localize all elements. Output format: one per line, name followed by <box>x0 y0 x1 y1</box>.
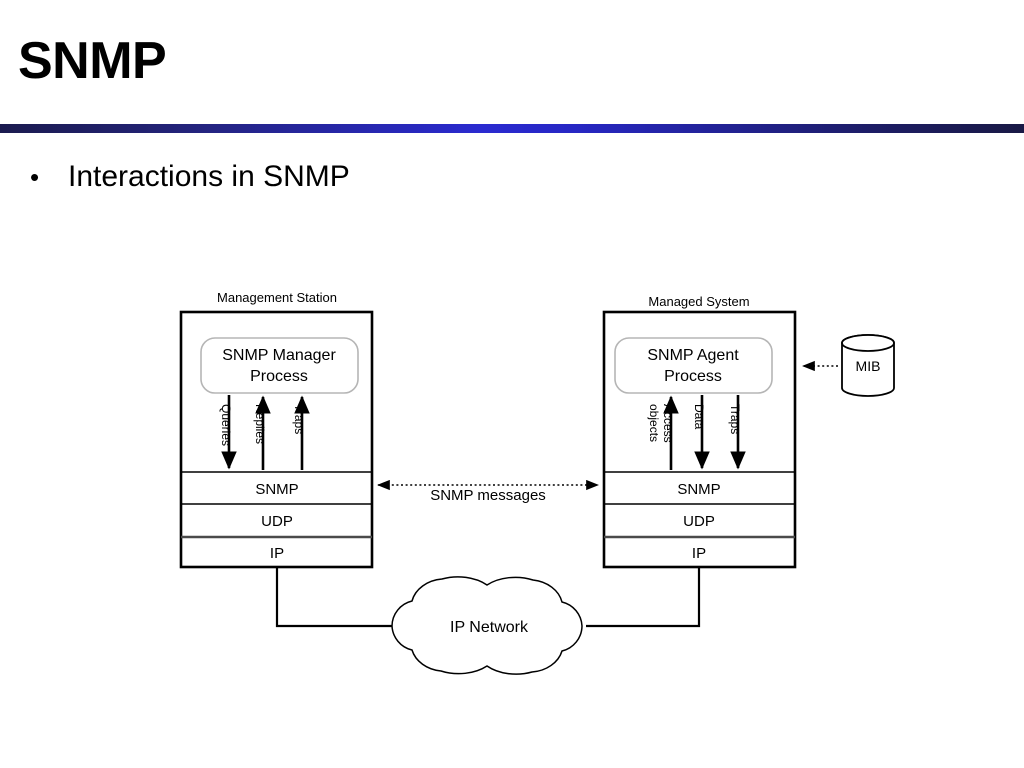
bullet-item-label: Interactions in SNMP <box>68 160 350 193</box>
mib-label: MIB <box>856 358 881 374</box>
snmp-manager-process-label-line1: SNMP Manager <box>222 347 336 364</box>
ip-network-cloud: IP Network <box>391 576 583 675</box>
snmp-messages-label: SNMP messages <box>430 487 546 504</box>
traps-arrow-label: Traps <box>292 404 306 434</box>
mib-cylinder-top <box>841 334 895 352</box>
bullet-list: • Interactions in SNMP <box>30 160 350 193</box>
managed-system-panel: Managed System SNMP Agent Process Access… <box>602 294 797 569</box>
layer-label-udp: UDP <box>261 513 293 530</box>
left-to-cloud-line <box>275 567 392 628</box>
cloud-outline <box>391 576 583 675</box>
network-connections <box>275 567 701 628</box>
management-station-panel: Management Station SNMP Manager Process … <box>179 290 374 569</box>
data-arrow-label: Data <box>692 404 706 430</box>
access-objects-arrow-label-line1: Access <box>661 404 675 443</box>
page-title: SNMP <box>18 32 167 90</box>
snmp-manager-process-box <box>200 337 359 394</box>
agent-traps-arrow-label: Traps <box>728 404 742 434</box>
layer-label-ip: IP <box>270 545 284 562</box>
right-to-cloud-line <box>586 567 701 628</box>
access-objects-arrow-label-line2: objects <box>647 404 661 442</box>
agent-layer-label-ip: IP <box>692 545 706 562</box>
bullet-marker-icon: • <box>30 162 40 192</box>
ip-network-label: IP Network <box>450 619 529 636</box>
agent-layer-label-udp: UDP <box>683 513 715 530</box>
replies-arrow-label: Replies <box>253 404 267 444</box>
layer-label-snmp: SNMP <box>255 481 298 498</box>
queries-arrow-label: Queries <box>219 404 233 446</box>
title-divider-rule <box>0 124 1024 133</box>
snmp-agent-process-box <box>614 337 773 394</box>
managed-system-caption: Managed System <box>648 294 749 309</box>
mib-store: MIB <box>802 334 895 397</box>
management-station-caption: Management Station <box>217 290 337 305</box>
snmp-agent-process-label-line1: SNMP Agent <box>647 347 739 364</box>
snmp-messages-link: SNMP messages <box>377 479 599 504</box>
snmp-manager-process-label-line2: Process <box>250 368 308 385</box>
snmp-agent-process-label-line2: Process <box>664 368 722 385</box>
agent-layer-label-snmp: SNMP <box>677 481 720 498</box>
